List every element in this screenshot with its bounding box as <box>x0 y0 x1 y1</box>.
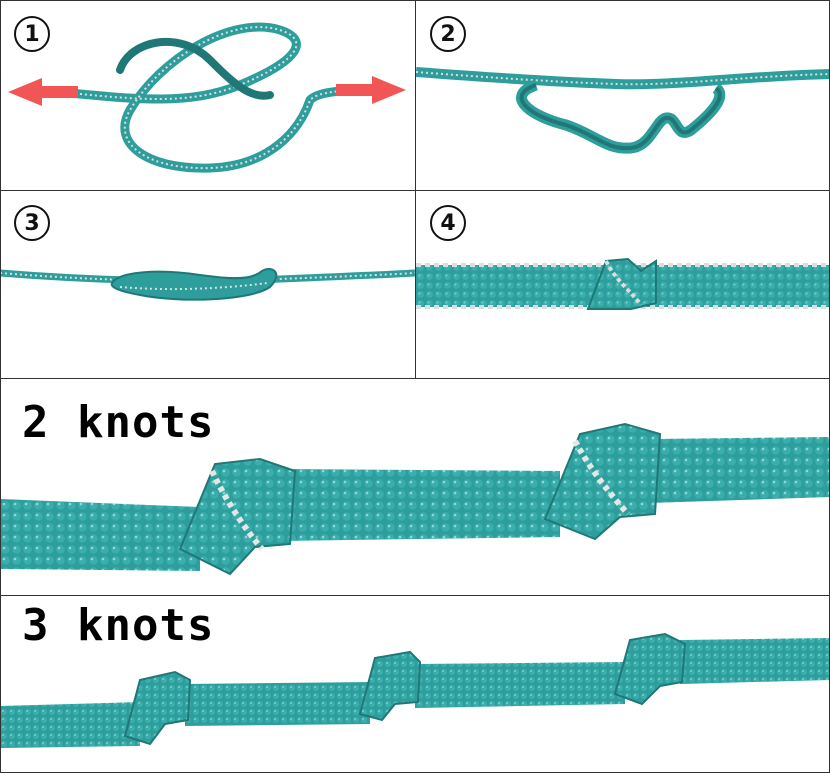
divider <box>0 378 830 379</box>
step-4-ribbon-illustration <box>416 257 830 310</box>
divider <box>0 0 1 773</box>
step-badge-3: 3 <box>14 205 50 241</box>
step-2-ribbon-illustration <box>416 67 830 154</box>
step-badge-1: 1 <box>14 16 50 52</box>
three-knots-label: 3 knots <box>22 600 215 651</box>
step-1-ribbon-illustration <box>8 22 406 173</box>
knot-a <box>123 670 192 746</box>
panel-step-2: 2 <box>416 0 830 190</box>
step-3-ribbon-illustration <box>0 268 415 301</box>
panel-three-knots: 3 knots <box>0 596 830 773</box>
left-arrow-icon <box>8 78 78 106</box>
divider <box>0 595 830 596</box>
knot-b <box>358 650 422 722</box>
knot-c <box>613 632 687 706</box>
panel-step-4: 4 <box>416 191 830 378</box>
knot-2 <box>543 422 662 541</box>
two-knots-ribbon-illustration <box>0 422 830 576</box>
three-knots-ribbon-illustration <box>0 632 830 748</box>
panel-step-3: 3 <box>0 191 415 378</box>
knot-shape <box>586 257 657 310</box>
knot-1 <box>178 457 297 576</box>
step-badge-2: 2 <box>430 16 466 52</box>
divider <box>415 0 416 378</box>
right-arrow-icon <box>336 76 406 104</box>
panel-two-knots: 2 knots <box>0 379 830 595</box>
panel-step-1: 1 <box>0 0 415 190</box>
two-knots-label: 2 knots <box>22 397 215 448</box>
step-badge-4: 4 <box>430 205 466 241</box>
